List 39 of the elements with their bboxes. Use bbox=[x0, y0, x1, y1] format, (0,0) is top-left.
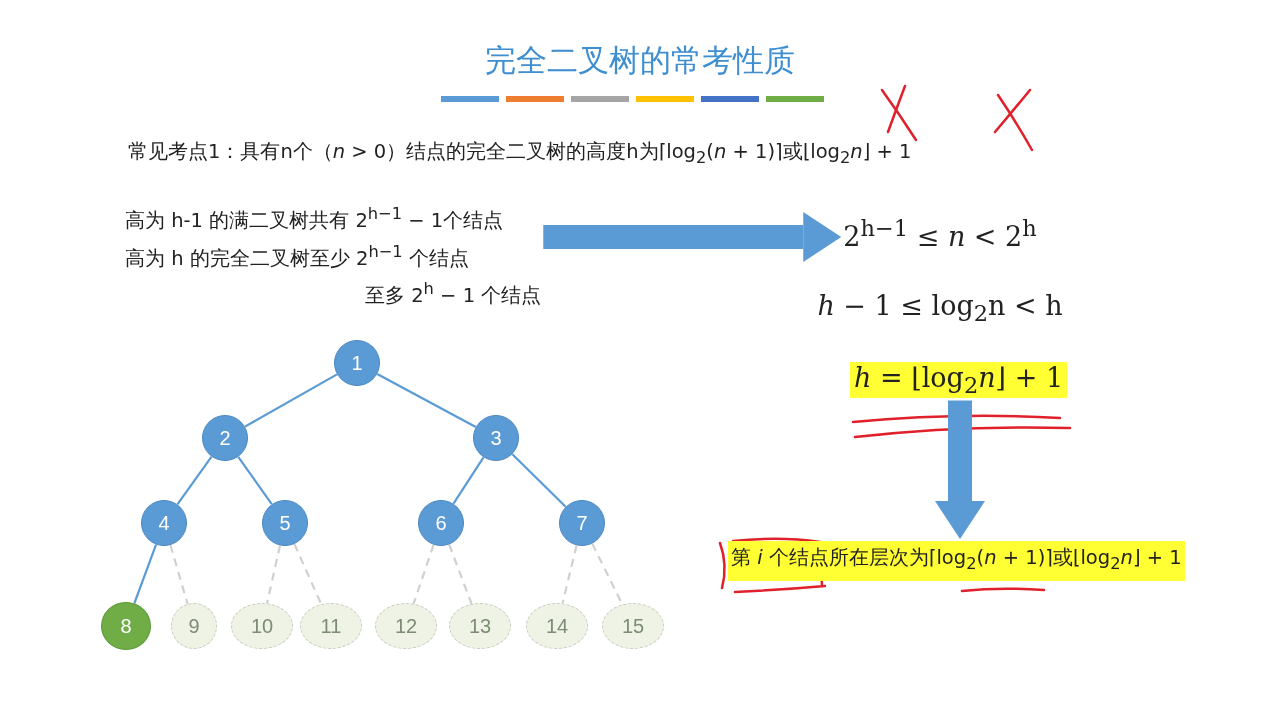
dashed-tree-edge bbox=[169, 544, 189, 605]
tree-edge bbox=[176, 456, 213, 505]
highlighted-text: 第 i 个结点所在层次为⌈log$_{2}$(n + 1)⌉或⌊log$_{2}$n⌋ + 1 bbox=[728, 541, 1185, 581]
highlighted-formula: h = ⌊log$_{2}$n⌋ + 1 bbox=[850, 362, 1068, 399]
text-line: 高为 h-1 的满二叉树共有 2$^{h−1}$ − 1个结点 bbox=[125, 203, 504, 234]
missing-tree-node: 14 bbox=[526, 603, 588, 649]
tree-node: 3 bbox=[473, 415, 519, 461]
formula: 2$^{h−1}$ ≤ n < 2$^{h}$ bbox=[843, 215, 1037, 252]
tree-edge bbox=[133, 544, 158, 604]
missing-tree-node: 12 bbox=[375, 603, 437, 649]
dashed-tree-edge bbox=[266, 545, 282, 604]
exam-point-text: 常见考点1：具有n个（n > 0）结点的完全二叉树的高度h为⌈log$_{2}$(n + 1)⌉或⌊log$_{2}$n⌋ + 1 bbox=[128, 139, 912, 167]
tree-node: 2 bbox=[202, 415, 248, 461]
tree-edge bbox=[244, 373, 338, 428]
missing-tree-node: 10 bbox=[231, 603, 293, 649]
formula: h − 1 ≤ log$_{2}$n < h bbox=[816, 290, 1064, 327]
tree-node: 8 bbox=[101, 602, 151, 650]
dashed-tree-edge bbox=[412, 544, 435, 605]
tree-node: 4 bbox=[141, 500, 187, 546]
tree-node: 5 bbox=[262, 500, 308, 546]
tree-node: 6 bbox=[418, 500, 464, 546]
tree-node: 1 bbox=[334, 340, 380, 386]
title: 完全二叉树的常考性质 bbox=[484, 41, 796, 80]
block-arrow bbox=[543, 212, 842, 262]
tree-edge bbox=[376, 372, 477, 429]
tree-edge bbox=[452, 456, 485, 505]
tree-edge bbox=[237, 456, 273, 505]
missing-tree-node: 11 bbox=[300, 603, 362, 649]
missing-tree-node: 15 bbox=[602, 603, 664, 649]
block-arrow bbox=[935, 400, 985, 540]
text-line: 至多 2$^{h}$ − 1 个结点 bbox=[365, 278, 542, 309]
dashed-tree-edge bbox=[561, 545, 578, 604]
tree-edge bbox=[511, 453, 567, 508]
tree-node: 7 bbox=[559, 500, 605, 546]
dashed-tree-edge bbox=[448, 544, 473, 605]
missing-tree-node: 13 bbox=[449, 603, 511, 649]
text-line: 高为 h 的完全二叉树至少 2$^{h−1}$ 个结点 bbox=[125, 240, 469, 271]
dashed-tree-edge bbox=[293, 543, 323, 605]
missing-tree-node: 9 bbox=[171, 603, 217, 649]
